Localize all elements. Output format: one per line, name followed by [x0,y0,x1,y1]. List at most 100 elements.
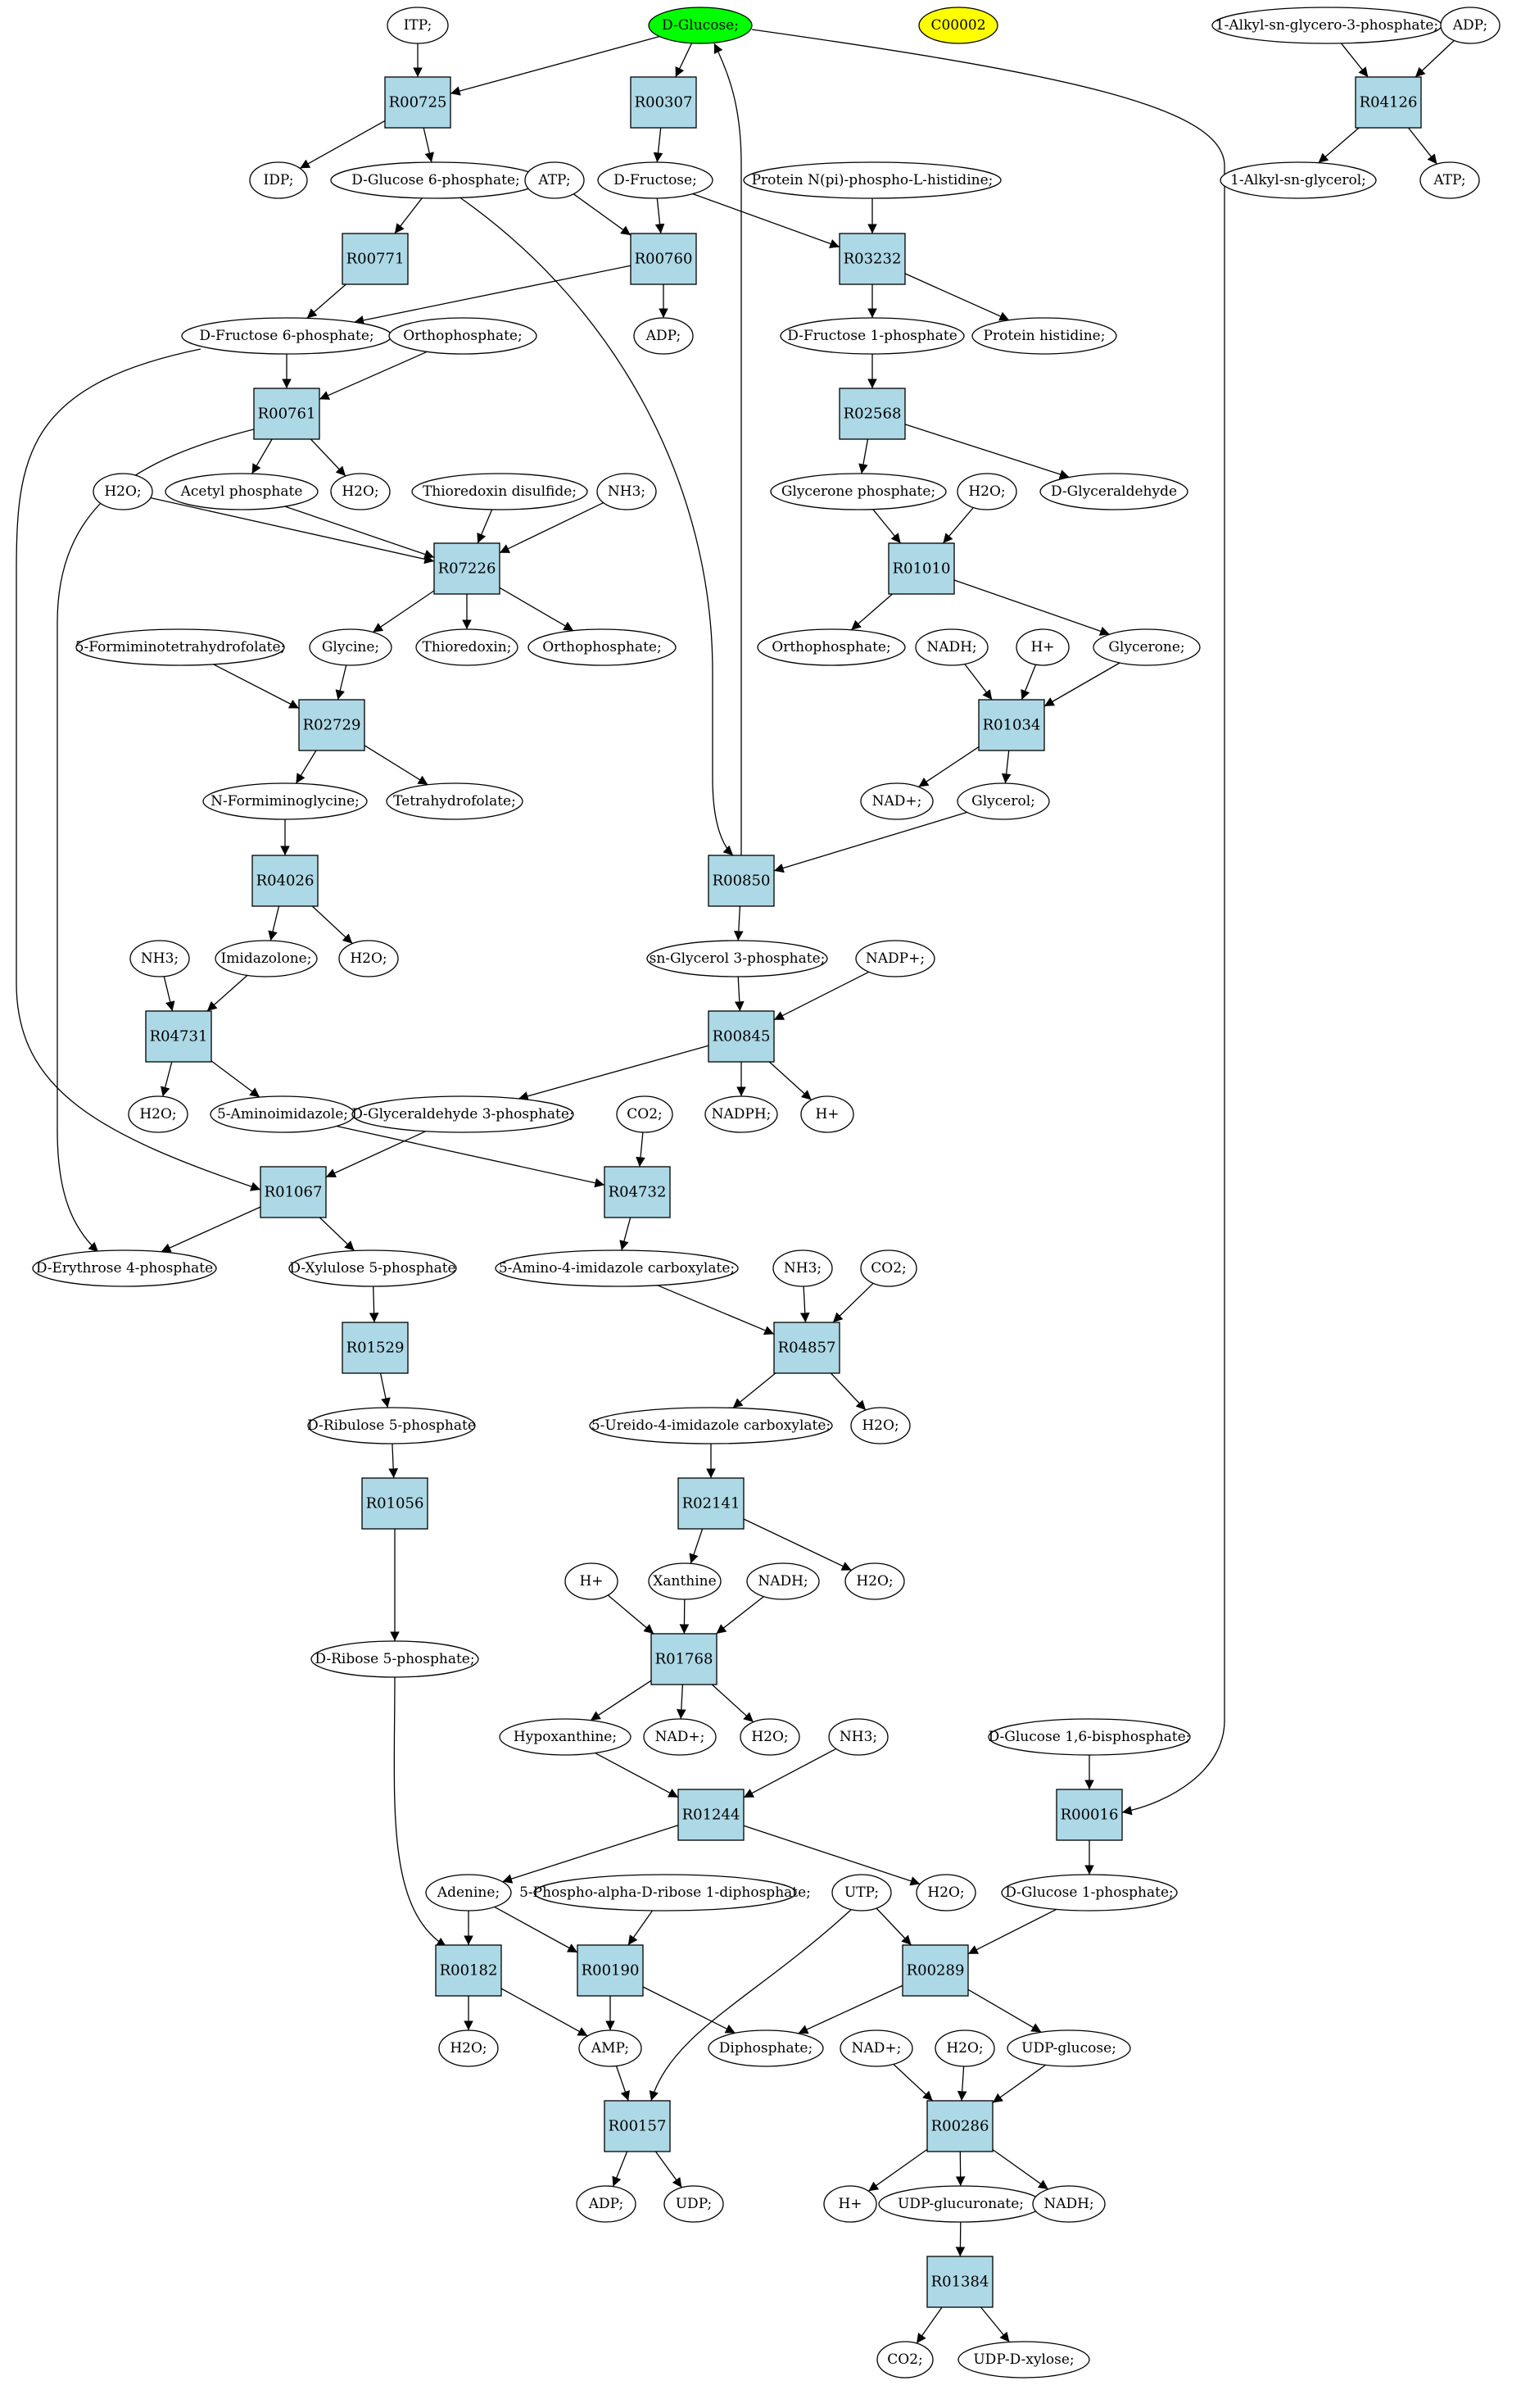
edge-fru-to-r03232 [692,193,840,249]
metabolite-ellipse [855,940,935,977]
metabolite-node-co2c: CO2; [876,2341,934,2379]
edge-r01067-to-e4p [161,1206,261,1253]
edge-r04126-to-atp2 [1407,127,1437,165]
node-label: Tetrahydrofolate; [393,793,516,809]
reaction-node-r00761: R00761 [253,388,320,440]
node-label: sn-Glycerol 3-phosphate; [650,950,826,967]
node-label: D-Glyceraldehyde [1051,483,1177,500]
node-label: NAD+; [872,793,922,809]
node-label: D-Fructose 1-phosphate [787,328,957,344]
edge-r01034-to-gol [1001,750,1012,784]
metabolite-ellipse [957,473,1017,510]
metabolite-ellipse [1039,473,1188,510]
edge-layer [16,29,1455,2344]
edge-r00289-to-udpg [967,1989,1042,2033]
metabolite-ellipse [533,1874,797,1911]
node-label: D-Erythrose 4-phosphate [36,1260,213,1277]
node-label: R02141 [682,1495,740,1512]
edge-r07226-to-pi2 [499,587,574,632]
metabolite-node-nh3a: NH3; [596,473,657,510]
node-label: R07226 [438,560,496,578]
metabolite-node-udpg: UDP-glucose; [1007,2029,1131,2067]
reaction-box [433,542,500,595]
edge-ru5p-to-r01056 [388,1443,399,1479]
metabolite-node-sng3p: sn-Glycerol 3-phosphate; [646,940,828,977]
metabolite-ellipse [648,7,753,44]
metabolite-node-h2o10: H2O; [438,2029,499,2067]
edge-nh3d-to-r01244 [743,1748,837,1798]
metabolite-node-pnph: Protein N(pi)-phospho-L-histidine; [743,161,1002,199]
node-label: Thioredoxin; [423,639,512,655]
node-label: D-Glucose 1,6-bisphosphate; [989,1729,1191,1745]
node-label: C00002 [930,17,985,34]
metabolite-ellipse [1032,2185,1106,2223]
reaction-node-r04026: R04026 [251,855,319,907]
edge-r01384-to-udpx [980,2306,1010,2342]
edge-r00725-to-g6p [423,127,434,163]
edge-r04126-to-alkg [1318,127,1360,164]
reaction-box [298,699,365,751]
node-label: H2O; [751,1729,788,1745]
metabolite-ellipse [850,1407,911,1444]
node-label: UDP-glucose; [1021,2040,1116,2057]
metabolite-node-glyald: D-Glyceraldehyde [1039,473,1188,510]
edge-r04857-to-h2o6 [830,1372,867,1411]
metabolite-ellipse [288,1249,457,1287]
metabolite-node-nh3d: NH3; [828,1718,889,1756]
edge-r02729-to-thf [364,745,428,786]
reaction-box [650,1633,717,1685]
edge-r00845-to-hp2 [768,1061,813,1100]
node-label: Hypoxanthine; [514,1729,617,1745]
node-label: NH3; [141,950,179,967]
reaction-box [342,233,409,285]
metabolite-ellipse [128,1095,188,1133]
metabolite-ellipse [1007,2029,1131,2067]
metabolite-ellipse [840,2029,913,2067]
reaction-node-r04732: R04732 [604,1166,671,1218]
edge-r04731-to-aimdz [210,1060,260,1098]
metabolite-node-gap: D-Glyceraldehyde 3-phosphate; [351,1095,574,1133]
metabolite-ellipse [780,317,965,355]
node-label: R01244 [682,1807,740,1824]
edge-r03232-to-phis [904,273,1010,321]
node-label: NH3; [784,1260,822,1277]
edge-r01034-to-nadp1 [918,746,980,787]
metabolite-ellipse [844,1562,905,1600]
node-label: R04857 [778,1340,836,1357]
metabolite-node-fru: D-Fructose; [597,161,713,199]
node-label: UDP; [676,2196,713,2212]
metabolite-node-pi2: Orthophosphate; [527,628,677,666]
node-label: Glycine; [322,639,379,655]
metabolite-ellipse [828,1718,889,1756]
metabolite-node-hyp: Hypoxanthine; [499,1718,631,1756]
edge-r00182-to-amp [500,1988,588,2037]
node-label: H+ [838,2196,862,2212]
reaction-node-r00760: R00760 [630,233,697,285]
node-label: R04732 [609,1184,667,1201]
node-label: R00182 [440,1962,498,1979]
metabolite-node-acp: Acetyl phosphate [165,473,319,510]
node-label: Acetyl phosphate [180,483,303,500]
node-label: H2O; [862,1417,899,1434]
metabolite-ellipse [740,1718,800,1756]
metabolite-ellipse [597,161,713,199]
metabolite-ellipse [425,1874,512,1911]
metabolite-ellipse [831,1874,892,1911]
node-label: D-Xylulose 5-phosphate [289,1260,455,1277]
metabolite-ellipse [388,317,537,355]
edge-r00761-to-h2o2 [310,438,346,477]
node-label: R01384 [931,2274,989,2291]
node-label: R00157 [609,2118,667,2135]
reaction-box [604,2100,671,2152]
edge-r5p-to-r00182 [393,1676,447,1948]
node-label: Protein N(pi)-phospho-L-histidine; [752,172,994,188]
reaction-box [708,855,775,907]
node-label: D-Ribose 5-phosphate; [315,1651,474,1667]
edge-r02568-to-glyald [904,424,1070,479]
metabolite-node-g16bp: D-Glucose 1,6-bisphosphate; [988,1718,1191,1756]
node-label: UDP-glucuronate; [898,2196,1024,2212]
metabolite-node-e4p: D-Erythrose 4-phosphate [32,1249,217,1287]
metabolite-ellipse [957,782,1050,820]
metabolite-node-h2o9: H2O; [916,1874,976,1911]
reaction-box [260,1166,327,1218]
